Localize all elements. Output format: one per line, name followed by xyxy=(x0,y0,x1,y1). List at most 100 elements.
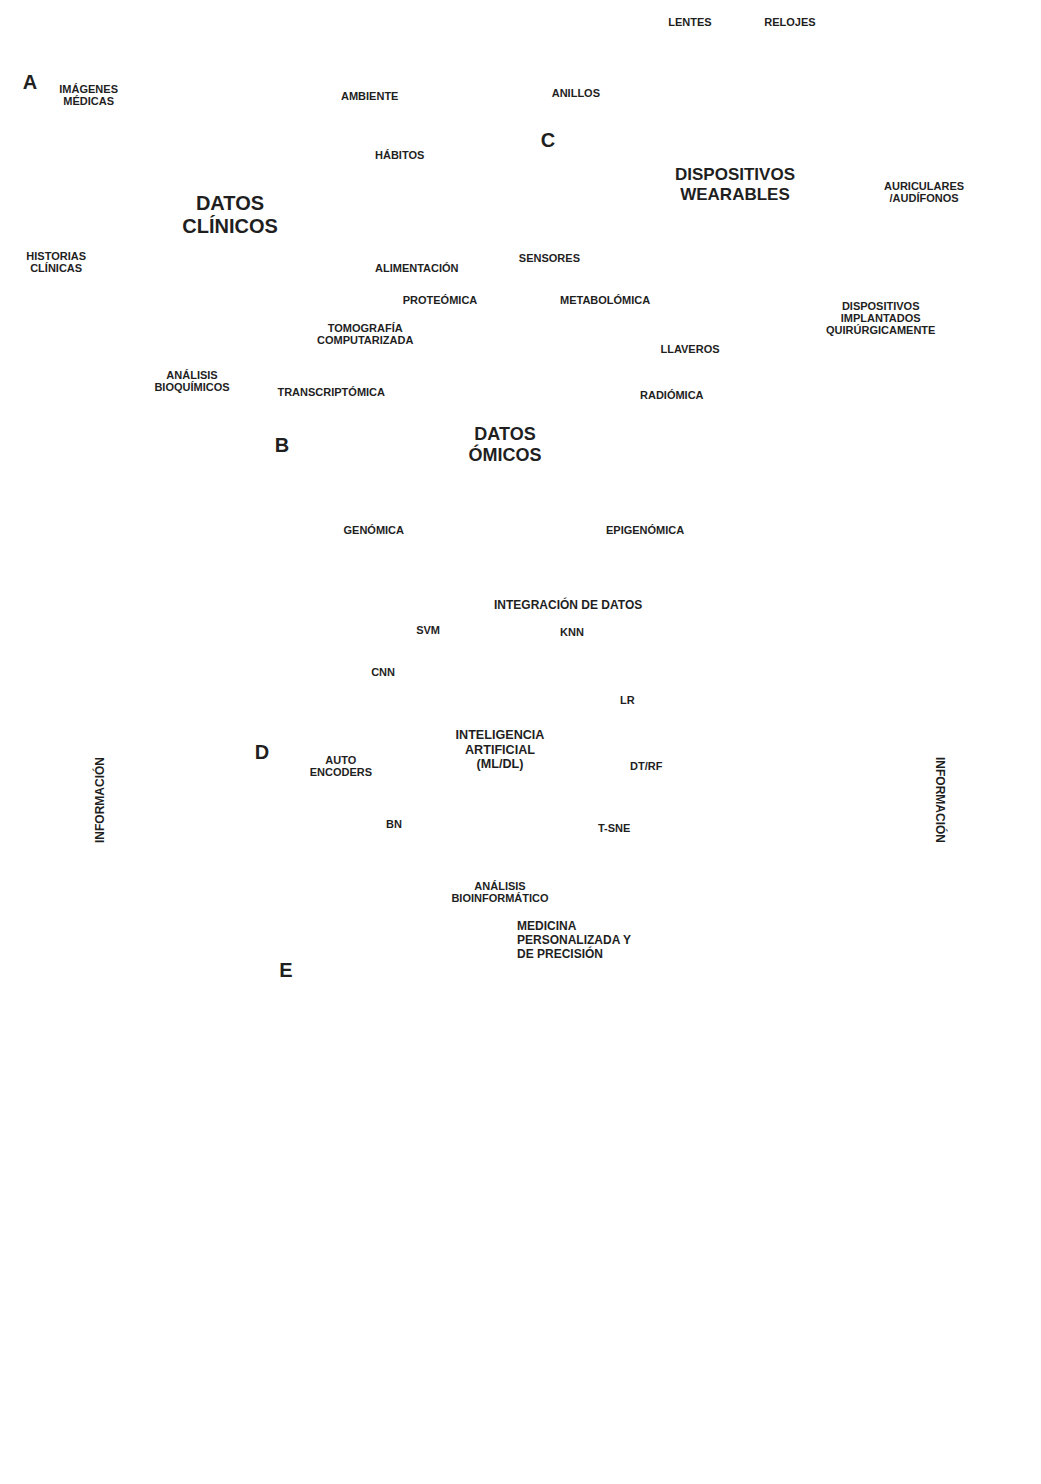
hub-circle xyxy=(456,396,554,494)
picture-circle xyxy=(411,314,500,403)
source-label: ANÁLISIS BIOINFORMÁTICO xyxy=(451,880,548,904)
source-label: LR xyxy=(620,694,635,706)
data-source-circle: HÁBITOS xyxy=(298,154,382,238)
picture-circle xyxy=(804,100,885,181)
leg xyxy=(526,1222,532,1452)
data-source-circle-shape xyxy=(584,98,668,182)
data-source-circle: METABOLÓMICA xyxy=(509,312,601,404)
source-label: RADIÓMICA xyxy=(640,389,704,401)
method-circle: AUTO ENCODERS xyxy=(375,732,443,800)
edge-label: INTEGRACIÓN DE DATOS xyxy=(492,598,644,612)
torso-fill xyxy=(494,1110,542,1200)
category-hub: INTELIGENCIA ARTIFICIAL (ML/DL) xyxy=(442,692,558,808)
source-label: SVM xyxy=(416,624,440,636)
method-circle-shape xyxy=(498,630,566,698)
source-label: AURICULARES /AUDÍFONOS xyxy=(884,180,964,204)
picture-circle xyxy=(361,401,450,490)
arm xyxy=(538,1094,736,1098)
data-source-circle-shape xyxy=(648,34,732,118)
source-label: LLAVEROS xyxy=(660,343,719,355)
source-label: ANÁLISIS BIOQUÍMICOS xyxy=(154,369,229,393)
source-label: T-SNE xyxy=(598,822,630,834)
picture-circle xyxy=(468,810,533,875)
picture-circle xyxy=(79,155,160,236)
data-source-circle: RADIÓMICA xyxy=(559,399,651,491)
data-source-circle-shape xyxy=(116,87,200,171)
data-source-circle-shape xyxy=(285,229,369,313)
data-source-circle-shape xyxy=(359,399,451,491)
source-label: ALIMENTACIÓN xyxy=(375,262,459,274)
flow-arrow xyxy=(758,608,888,1220)
method-circle: BN xyxy=(407,787,475,855)
arm xyxy=(538,1012,724,1094)
picture-circle xyxy=(377,734,442,799)
picture-circle xyxy=(586,100,667,181)
picture-circle xyxy=(547,672,612,737)
method-circle: T-SNE xyxy=(525,787,593,855)
method-circle-shape xyxy=(386,670,454,738)
source-label: DT/RF xyxy=(630,760,662,772)
phone-icon xyxy=(830,207,858,253)
panel-letter: C xyxy=(541,129,555,151)
data-source-circle-shape xyxy=(559,399,651,491)
picture-circle xyxy=(300,156,381,237)
hub-title: DATOS CLÍNICOS xyxy=(182,192,278,238)
arm xyxy=(300,1094,498,1098)
cloud-shape xyxy=(16,14,1026,594)
picture-circle xyxy=(527,788,592,853)
tablet-icon xyxy=(104,177,136,215)
picture-circle xyxy=(262,89,343,170)
picture-circle xyxy=(740,254,821,335)
data-source-circle: ANÁLISIS BIOQUÍMICOS xyxy=(150,278,234,362)
vitruvian-figure xyxy=(300,1012,736,1452)
leg xyxy=(504,1222,510,1452)
picture-circle xyxy=(558,734,623,799)
arm xyxy=(538,1012,724,1094)
figure-outline xyxy=(300,1012,736,1452)
data-source-circle: LLAVEROS xyxy=(648,252,732,336)
source-label: SENSORES xyxy=(519,252,580,264)
data-source-circle-shape xyxy=(260,87,344,171)
hub-circle xyxy=(443,693,557,807)
orbit-dot xyxy=(273,1213,287,1227)
orbit-ring xyxy=(316,1018,720,1422)
source-label: METABOLÓMICA xyxy=(560,294,650,306)
data-source-circle-shape xyxy=(648,252,732,336)
data-source-circle-shape xyxy=(509,486,601,578)
picture-circle xyxy=(740,36,821,117)
leg xyxy=(424,1222,510,1436)
method-circle: ANÁLISIS BIOINFORMÁTICO xyxy=(466,808,534,876)
picture-circle xyxy=(93,231,174,312)
data-source-circle: ANILLOS xyxy=(584,98,668,182)
edge-label: INFORMACIÓN xyxy=(933,755,947,845)
hub-title: INTELIGENCIA ARTIFICIAL (ML/DL) xyxy=(444,728,556,771)
orbit-ring xyxy=(280,982,756,1458)
data-source-circle-shape xyxy=(409,312,501,404)
source-label: KNN xyxy=(560,626,584,638)
data-source-circle: TOMOGRAFÍA COMPUTARIZADA xyxy=(226,278,310,362)
data-source-circle: ALIMENTACIÓN xyxy=(285,229,369,313)
data-source-circle: RELOJES xyxy=(738,34,822,118)
edge-label: INFORMACIÓN xyxy=(93,755,107,845)
panel-letter: D xyxy=(255,741,269,763)
orbit-dot xyxy=(649,1309,663,1323)
neck xyxy=(508,1060,528,1090)
arm xyxy=(538,1094,736,1098)
method-circle-shape xyxy=(525,787,593,855)
data-cloud-shape xyxy=(0,0,1041,596)
data-source-circle: IMÁGENES MÉDICAS xyxy=(116,87,200,171)
source-label: IMÁGENES MÉDICAS xyxy=(59,83,118,107)
method-circle-shape xyxy=(466,808,534,876)
hub-circle xyxy=(165,150,295,280)
hub-circle xyxy=(664,114,806,256)
category-hub: DATOS CLÍNICOS xyxy=(164,149,296,281)
data-source-circle: SENSORES xyxy=(584,188,668,272)
panel-letter: E xyxy=(279,959,292,981)
data-source-circle-shape xyxy=(738,252,822,336)
data-source-circle-shape xyxy=(91,229,175,313)
picture-circle xyxy=(561,401,650,490)
leg xyxy=(526,1222,612,1436)
picture-circle xyxy=(650,254,731,335)
method-circle-shape xyxy=(435,630,503,698)
method-circle: SVM xyxy=(435,630,503,698)
